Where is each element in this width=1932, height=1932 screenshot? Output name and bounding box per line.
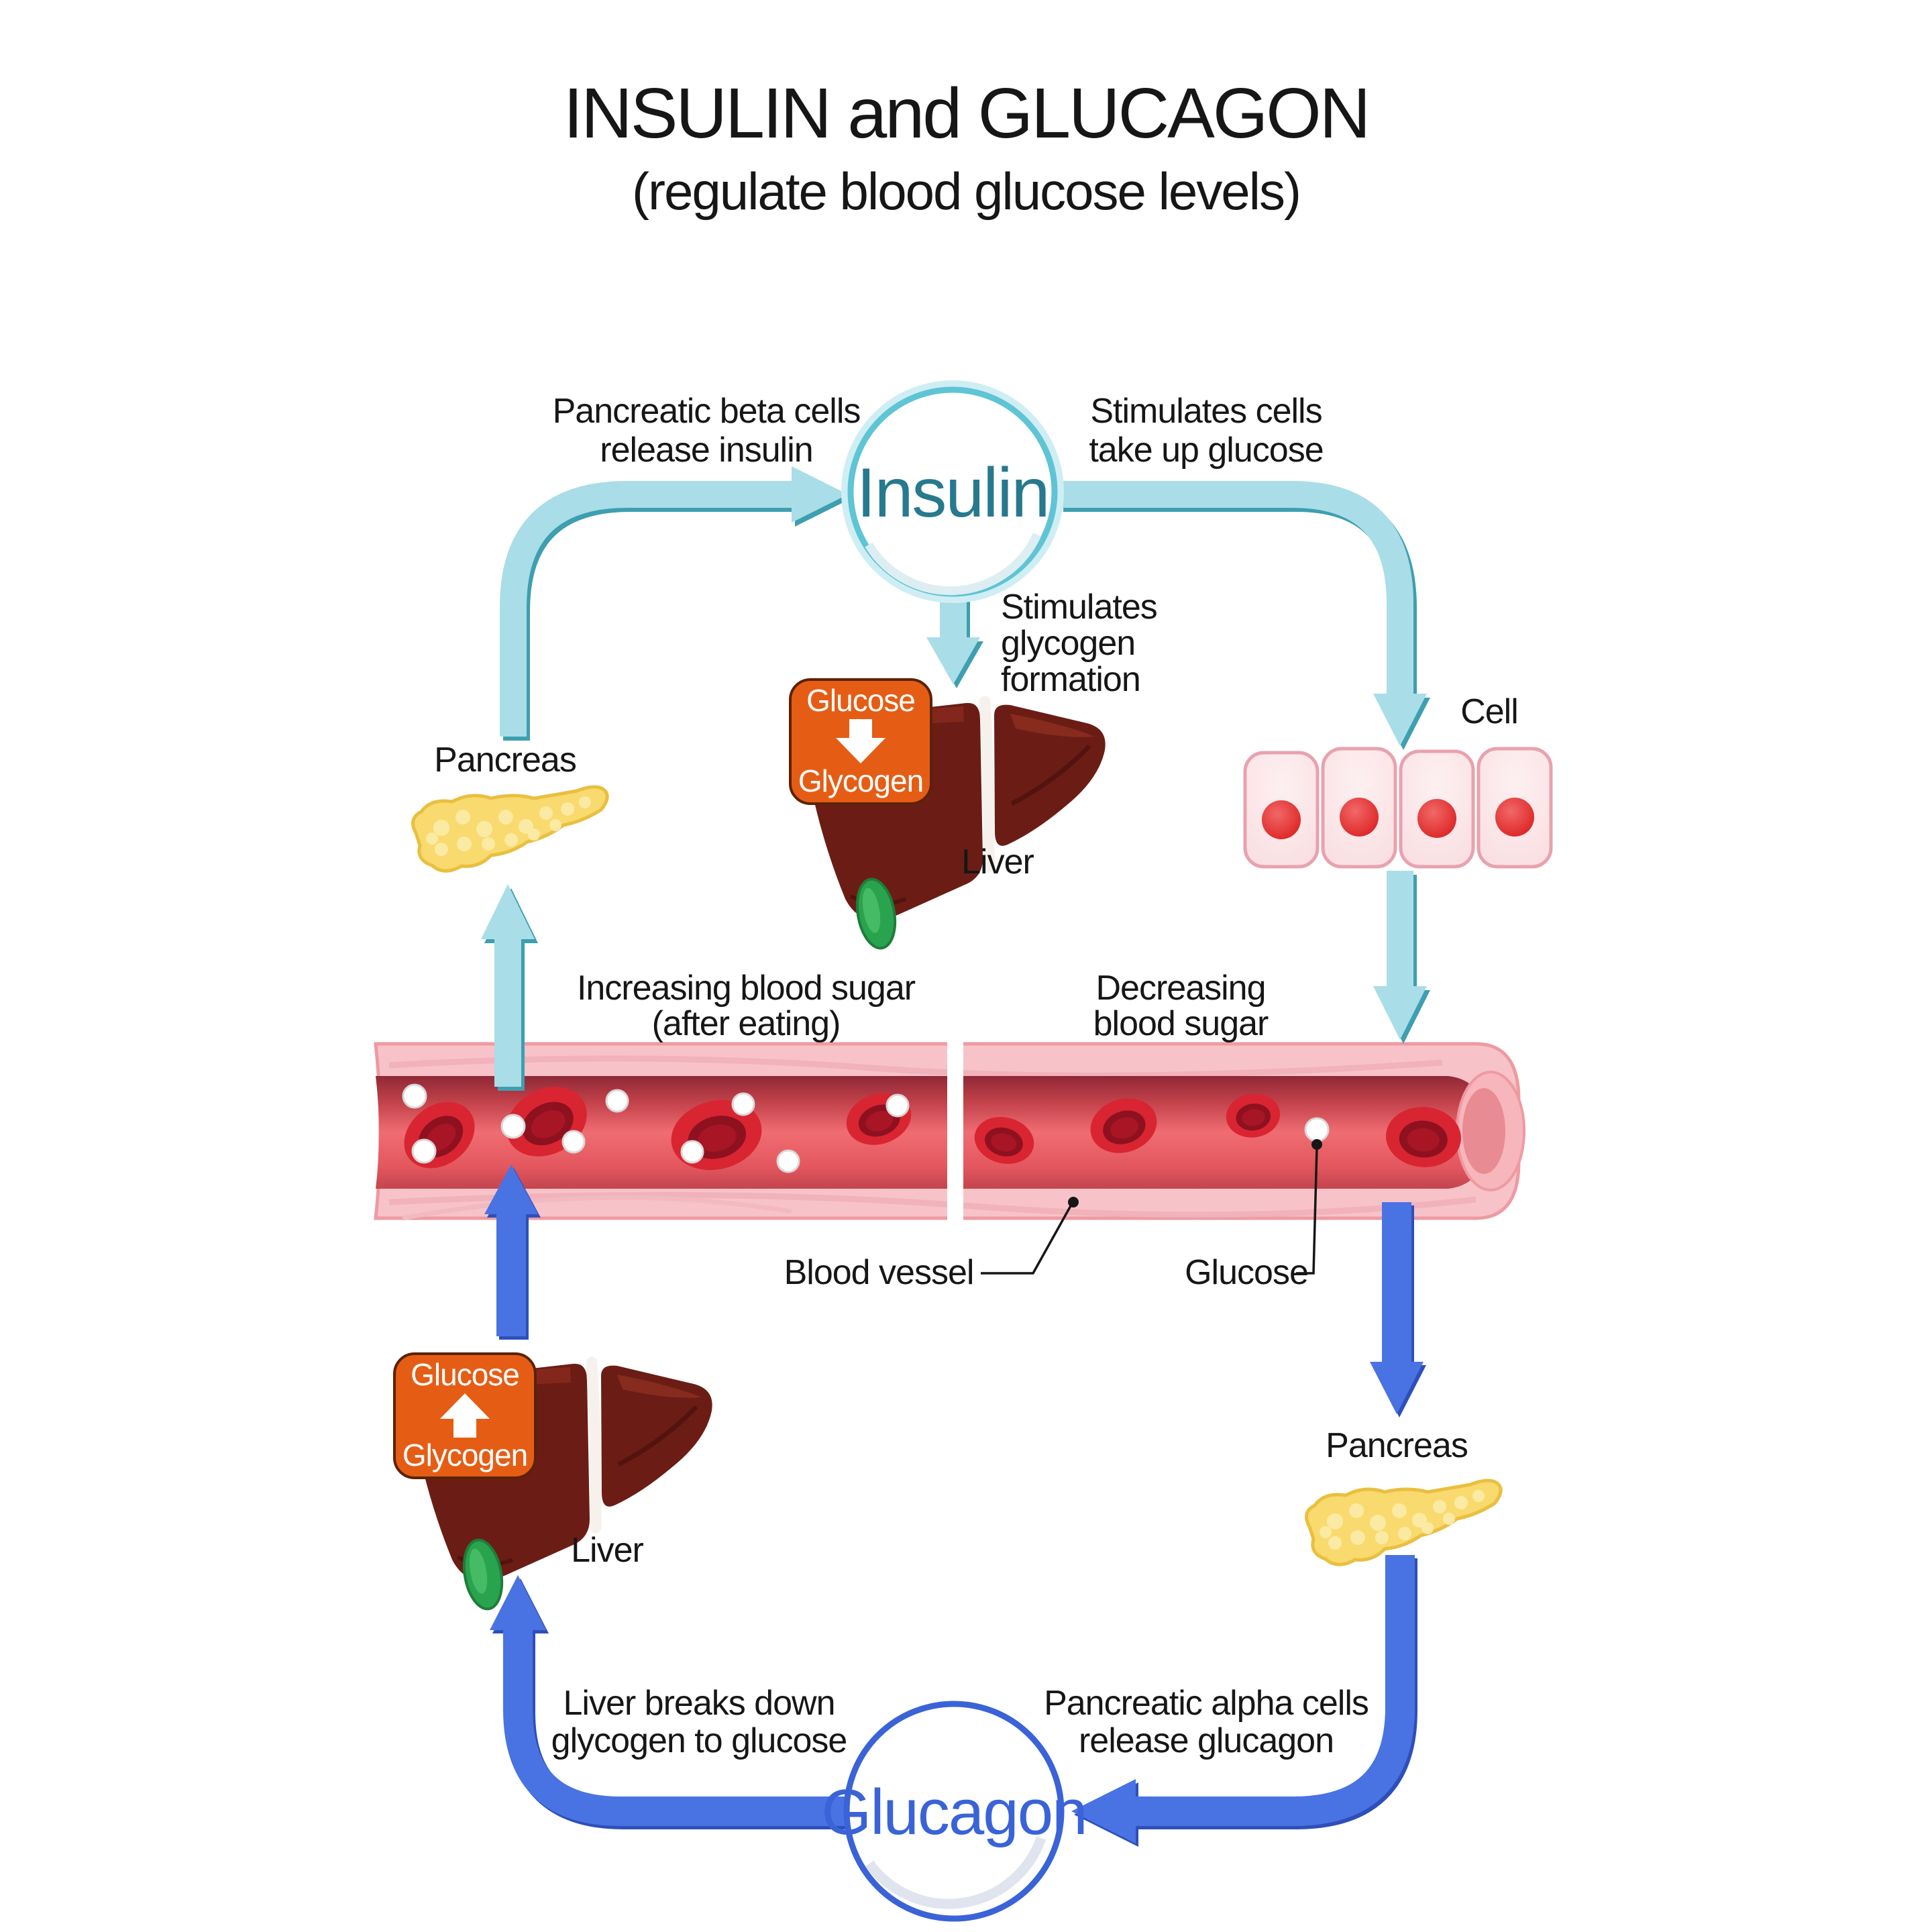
glucose-dot xyxy=(680,1140,704,1164)
glycogen-formation-label-line2: glycogen xyxy=(1001,624,1135,663)
glucagon-arrow-cycle xyxy=(484,1165,1424,1843)
glucose-dot xyxy=(561,1130,586,1154)
blood-vessel-illustration xyxy=(374,1038,1525,1224)
increasing-blood-sugar-line2: (after eating) xyxy=(652,1004,841,1043)
cell-nucleus xyxy=(1340,798,1379,837)
insulin-node-label: Insulin xyxy=(857,454,1049,532)
vessel-wall-texture xyxy=(402,1195,792,1221)
arrowhead-left-icon xyxy=(1071,1779,1136,1843)
vessel-lumen xyxy=(376,1076,1488,1189)
vessel-divider xyxy=(947,1038,963,1224)
callout-lines xyxy=(981,1146,1318,1275)
glucose-dot xyxy=(1304,1117,1330,1142)
pancreas-illustration-top xyxy=(413,787,608,871)
glucose-dot xyxy=(411,1138,437,1164)
glucose-dot xyxy=(402,1083,427,1109)
arrowhead-down-icon xyxy=(1373,694,1427,746)
glucose-to-glycogen-badge: Glucose Glycogen xyxy=(789,678,932,805)
arrowhead-right-icon xyxy=(792,466,848,523)
badge-bottom-label: Glycogen xyxy=(798,763,923,798)
glucose-dot xyxy=(885,1093,910,1118)
badge-bottom-label: Glycogen xyxy=(402,1438,527,1472)
alpha-cells-label-line2: release glucagon xyxy=(1079,1721,1334,1760)
arrowhead-down-icon xyxy=(1373,986,1427,1040)
alpha-cells-label-line1: Pancreatic alpha cells xyxy=(1044,1684,1368,1723)
page-subtitle: (regulate blood glucose levels) xyxy=(632,162,1300,221)
glucose-callout-line xyxy=(1296,1146,1318,1275)
arrowhead-up-icon xyxy=(490,1575,546,1630)
vessel-end-cap-inner xyxy=(1462,1088,1505,1174)
glycogen-formation-label-line3: formation xyxy=(1001,660,1140,699)
beta-cells-label-line2: release insulin xyxy=(600,431,812,470)
callout-dot xyxy=(1068,1197,1079,1208)
callout-dot xyxy=(1311,1139,1322,1150)
badge-top-label: Glucose xyxy=(806,683,915,718)
glucose-dot xyxy=(605,1089,629,1113)
arrowhead-down-icon xyxy=(1370,1362,1424,1414)
arrowhead-down-icon xyxy=(926,637,980,684)
glucose-dot xyxy=(776,1149,800,1173)
cells-uptake-label-line2: take up glucose xyxy=(1089,431,1323,470)
cells-uptake-label-line1: Stimulates cells xyxy=(1090,392,1322,431)
liver-label-top: Liver xyxy=(961,843,1034,881)
insulin-arrow-cycle xyxy=(481,466,1427,1087)
blood-vessel-callout-line xyxy=(981,1203,1073,1275)
cell-row-illustration xyxy=(1243,747,1553,869)
pancreas-label-top: Pancreas xyxy=(434,741,576,780)
arrow-insulin-to-cell xyxy=(1060,481,1413,696)
cell-nucleus xyxy=(1417,799,1456,838)
pancreas-illustration-bottom xyxy=(1307,1481,1501,1564)
page-title: INSULIN and GLUCAGON xyxy=(564,74,1369,153)
glucose-label: Glucose xyxy=(1185,1253,1308,1292)
glycogen-formation-label-line1: Stimulates xyxy=(1001,588,1157,627)
liver-breakdown-label-line2: glycogen to glucose xyxy=(551,1721,847,1760)
cell-nucleus xyxy=(1262,800,1301,839)
insulin-node: Insulin xyxy=(841,380,1064,603)
cell-label: Cell xyxy=(1460,692,1518,731)
glucose-dots xyxy=(402,1083,1330,1173)
down-arrow-icon xyxy=(836,719,885,763)
increasing-blood-sugar-line1: Increasing blood sugar xyxy=(577,969,916,1008)
arrow-glucagon-to-liver xyxy=(503,1627,851,1826)
vessel-wall-texture xyxy=(388,1055,1443,1079)
cell-nucleus xyxy=(1495,798,1534,837)
badge-top-label: Glucose xyxy=(411,1357,519,1392)
blood-vessel-label: Blood vessel xyxy=(784,1253,974,1292)
glucagon-node: Glucagon xyxy=(822,1701,1087,1922)
arrow-pancreas-to-insulin xyxy=(500,481,792,737)
arrowhead-up-icon xyxy=(484,1165,538,1214)
decreasing-blood-sugar-line1: Decreasing xyxy=(1095,969,1265,1008)
decreasing-blood-sugar-line2: blood sugar xyxy=(1093,1004,1269,1043)
liver-breakdown-label-line1: Liver breaks down xyxy=(564,1684,835,1723)
up-arrow-icon xyxy=(440,1393,490,1438)
beta-cells-label-line1: Pancreatic beta cells xyxy=(553,392,861,431)
arrow-pancreas-to-glucagon xyxy=(1136,1555,1415,1826)
glycogen-to-glucose-badge: Glucose Glycogen xyxy=(393,1352,537,1479)
glucose-dot xyxy=(500,1114,526,1139)
liver-label-bottom: Liver xyxy=(571,1531,643,1570)
glucagon-node-label: Glucagon xyxy=(822,1776,1087,1848)
pancreas-label-bottom: Pancreas xyxy=(1326,1426,1468,1465)
glucose-dot xyxy=(731,1092,755,1116)
arrowhead-up-icon xyxy=(481,884,535,939)
